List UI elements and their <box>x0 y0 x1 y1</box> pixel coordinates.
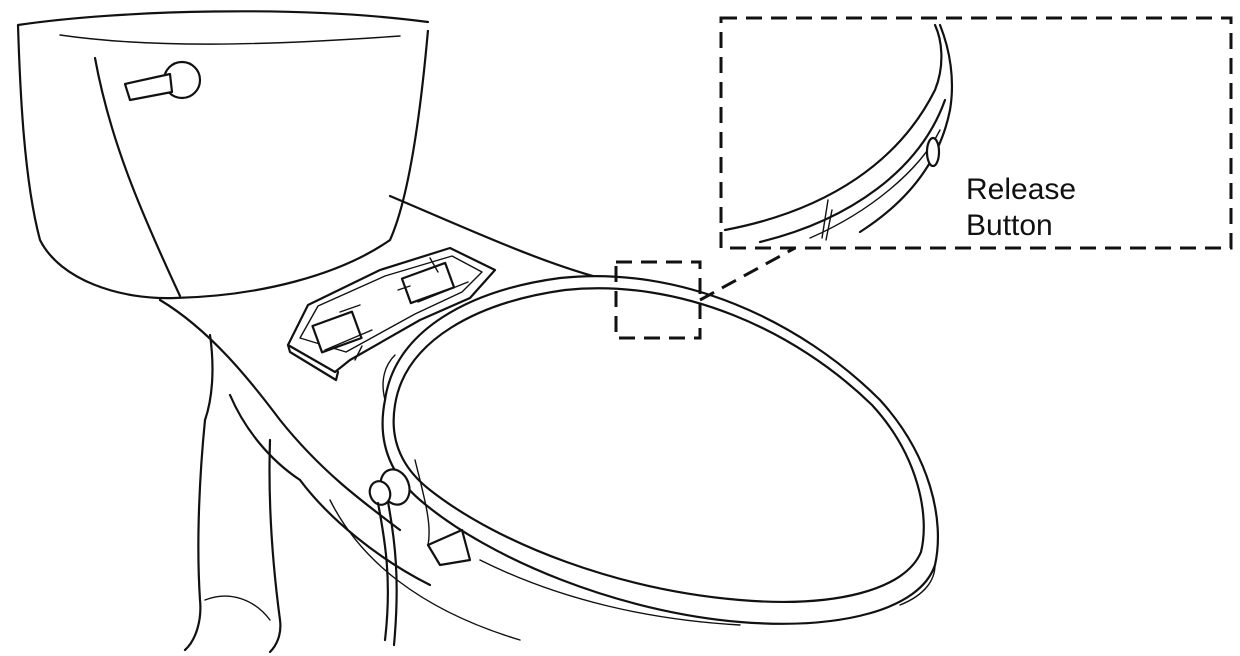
seat-hinge-bracket <box>414 459 472 567</box>
toilet-seat <box>381 274 939 626</box>
mounting-plate <box>286 246 497 382</box>
release-button-label-line2: Button <box>966 209 1053 242</box>
magnified-seat-edge <box>723 23 954 244</box>
toilet-bowl <box>158 194 602 654</box>
release-button-label-line1: Release <box>966 173 1077 206</box>
detail-focus-box <box>614 260 702 340</box>
release-button-label: Release Button <box>966 172 1076 244</box>
power-cord <box>368 468 411 647</box>
release-button <box>925 136 941 168</box>
callout-leader-line <box>699 246 796 302</box>
callout-detail-box <box>719 16 1233 250</box>
toilet-tank <box>16 10 430 300</box>
flush-handle <box>123 60 202 102</box>
